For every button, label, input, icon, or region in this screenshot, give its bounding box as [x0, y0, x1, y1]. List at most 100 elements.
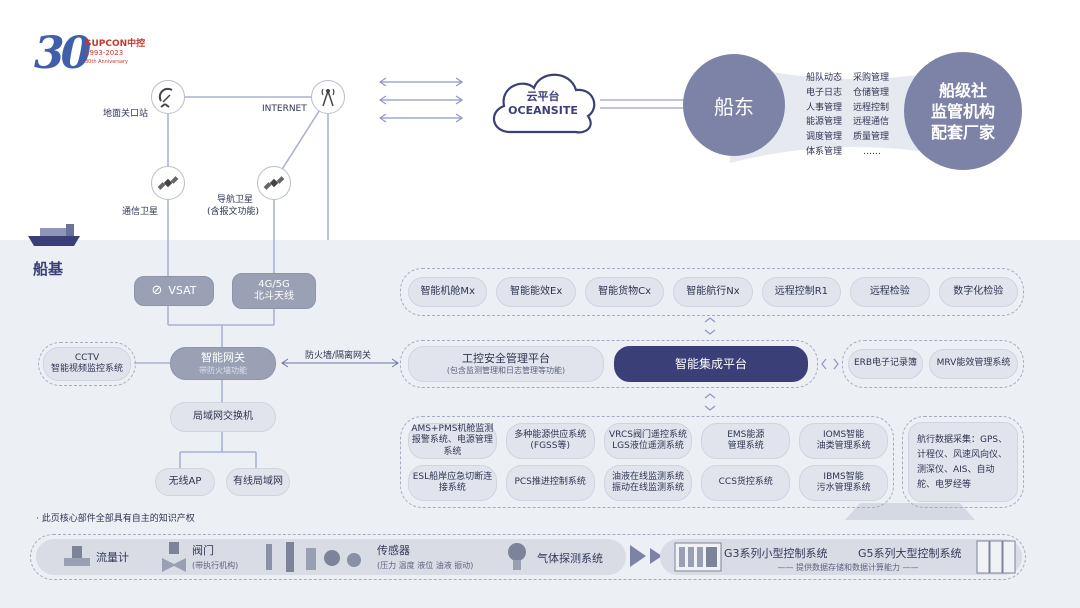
- switch-label: 局域网交换机: [193, 410, 253, 422]
- apps-row: 智能机舱Mx 智能能效Ex 智能货物Cx 智能航行Nx 远程控制R1 远程检验 …: [408, 277, 1018, 307]
- system-card[interactable]: EMS能源 管理系统: [701, 423, 791, 459]
- owner-item: 调度管理: [806, 132, 843, 143]
- system-line: ESL船岸应急切断连接系统: [412, 471, 493, 493]
- owner-item: 人事管理: [806, 102, 843, 113]
- owner-items-col2: 采购管理 仓储管理 远程控制 远程通信 质量管理 ……: [853, 71, 889, 160]
- flowmeter-label: 流量计: [96, 551, 129, 564]
- system-card[interactable]: 油液在线监测系统 振动在线监测系统: [603, 465, 693, 501]
- gateway-subtitle: 带防火墙功能: [199, 366, 247, 376]
- systems-row-2: ESL船岸应急切断连接系统 PCS推进控制系统 油液在线监测系统 振动在线监测系…: [408, 465, 888, 501]
- vsat-label: VSAT: [168, 284, 197, 298]
- field-devices-group: [30, 534, 1026, 580]
- integration-platform[interactable]: 智能集成平台: [614, 346, 808, 382]
- platform-group: [400, 340, 818, 388]
- antenna-tower-icon: [311, 80, 345, 114]
- system-line: 管理系统: [727, 441, 764, 451]
- smart-gateway[interactable]: 智能网关 带防火墙功能: [170, 347, 276, 380]
- wired-lan[interactable]: 有线局域网: [226, 468, 290, 496]
- integration-platform-label: 智能集成平台: [674, 356, 747, 371]
- nav-satellite-note: (含报文功能): [207, 207, 260, 217]
- wired-lan-label: 有线局域网: [233, 475, 283, 487]
- supplier-label: 配套厂家: [930, 122, 995, 142]
- regulator-label: 监管机构: [930, 101, 995, 121]
- cargo-ship-icon: [28, 224, 80, 246]
- owner-label: 船东: [714, 94, 754, 119]
- cloud-title: 云平台: [526, 90, 560, 103]
- cctv-subtitle: 智能视频监控系统: [50, 364, 123, 374]
- sensor-label: 传感器: [377, 544, 410, 557]
- gas-detector-icon: [508, 543, 526, 570]
- app-button[interactable]: 智能机舱Mx: [408, 277, 488, 307]
- sensors-icon: [266, 542, 361, 572]
- gateway-label: 智能网关: [201, 350, 245, 364]
- app-button[interactable]: 智能能效Ex: [496, 277, 576, 307]
- mobile-antenna-box[interactable]: 4G/5G 北斗天线: [232, 273, 316, 309]
- system-card[interactable]: PCS推进控制系统: [505, 465, 595, 501]
- owner-item: 船队动态: [806, 73, 843, 83]
- system-card[interactable]: IOMS智能 油类管理系统: [799, 423, 888, 459]
- system-line: PCS推进控制系统: [514, 477, 586, 488]
- system-card[interactable]: 多种能源供应系统 (FGSS等): [505, 423, 595, 459]
- internet-label: INTERNET: [262, 104, 307, 114]
- nav-data-group: [902, 416, 1024, 508]
- system-card[interactable]: AMS+PMS机舱监测 报警系统、电源管理系统: [408, 423, 497, 459]
- system-card[interactable]: CCS货控系统: [701, 465, 791, 501]
- nav-data-box[interactable]: 航行数据采集：GPS、计程仪、风速风向仪、测深仪、AIS、自动舵、电罗经等: [908, 422, 1018, 502]
- system-line: 报警系统、电源管理系统: [411, 435, 493, 457]
- navigation-satellite-icon: [257, 166, 291, 200]
- systems-group: [400, 416, 894, 508]
- g5-cabinet-icon: [976, 540, 1016, 574]
- system-line: IOMS智能: [822, 429, 865, 440]
- owner-item: 能源管理: [806, 117, 843, 128]
- app-button[interactable]: 远程检验: [850, 277, 930, 307]
- class-society-label: 船级社: [938, 80, 987, 100]
- control-systems-caption: —— 提供数据存储和数据计算能力 ——: [777, 563, 919, 572]
- security-platform[interactable]: 工控安全管理平台 (包含监测管理和日志管理等功能): [408, 346, 604, 382]
- communication-satellite-icon: [151, 166, 185, 200]
- valve-icon: [162, 542, 186, 572]
- app-button[interactable]: 远程控制R1: [761, 277, 842, 307]
- owner-item: 远程控制: [853, 102, 890, 113]
- system-line: (FGSS等): [530, 441, 570, 451]
- system-line: AMS+PMS机舱监测: [411, 424, 494, 435]
- security-platform-subtitle: (包含监测管理和日志管理等功能): [446, 365, 566, 375]
- valve-label: 阀门: [192, 544, 214, 557]
- cctv-box[interactable]: CCTV 智能视频监控系统: [43, 347, 131, 381]
- system-line: 油类管理系统: [816, 441, 871, 451]
- supcon-30-logo: 30 SUPCON中控 1993-2023 30th Anniversary: [30, 28, 170, 92]
- owner-item: ……: [863, 146, 881, 157]
- owner-item: 电子日志: [806, 87, 843, 98]
- systems-row-1: AMS+PMS机舱监测 报警系统、电源管理系统 多种能源供应系统 (FGSS等)…: [408, 423, 888, 459]
- wireless-ap-label: 无线AP: [168, 475, 202, 487]
- owner-item: 远程通信: [853, 117, 890, 128]
- system-line: 振动在线监测系统: [611, 483, 684, 493]
- app-button[interactable]: 智能货物Cx: [584, 277, 665, 307]
- satellite-dish-icon: [151, 80, 185, 114]
- records-group: [842, 340, 1024, 388]
- wireless-ap[interactable]: 无线AP: [155, 468, 215, 496]
- vsat-box[interactable]: ⊘ VSAT: [134, 276, 214, 306]
- system-line: LGS液位遥测系统: [612, 441, 684, 451]
- gas-detection-label: 气体探测系统: [537, 552, 603, 565]
- logo-years: 1993-2023: [85, 49, 124, 57]
- erb-record-book[interactable]: ERB电子记录簿: [848, 349, 923, 379]
- vsat-dish-icon: ⊘: [151, 282, 163, 298]
- lan-switch[interactable]: 局域网交换机: [170, 402, 276, 432]
- system-card[interactable]: VRCS阀门遥控系统 LGS液位遥测系统: [603, 423, 693, 459]
- firewall-label: 防火墙/隔离网关: [305, 351, 372, 361]
- system-line: 污水管理系统: [816, 483, 871, 493]
- owner-circle: 船东: [683, 54, 785, 156]
- comm-satellite-label: 通信卫星: [122, 207, 159, 217]
- system-card[interactable]: ESL船岸应急切断连接系统: [408, 465, 497, 501]
- ground-station-label: 地面关口站: [103, 109, 149, 119]
- mrv-system[interactable]: MRV能效管理系统: [929, 349, 1018, 379]
- system-line: IBMS智能: [823, 471, 864, 482]
- cctv-label: CCTV: [74, 352, 100, 363]
- sensor-subtitle: (压力 温度 液位 油液 振动): [377, 561, 474, 570]
- system-card[interactable]: IBMS智能 污水管理系统: [799, 465, 888, 501]
- g5-label: G5系列大型控制系统: [858, 547, 962, 560]
- app-button[interactable]: 数字化检验: [938, 277, 1018, 307]
- valve-subtitle: (带执行机构): [192, 561, 239, 570]
- app-button[interactable]: 智能航行Nx: [673, 277, 753, 307]
- mobile-label-2: 北斗天线: [254, 291, 294, 302]
